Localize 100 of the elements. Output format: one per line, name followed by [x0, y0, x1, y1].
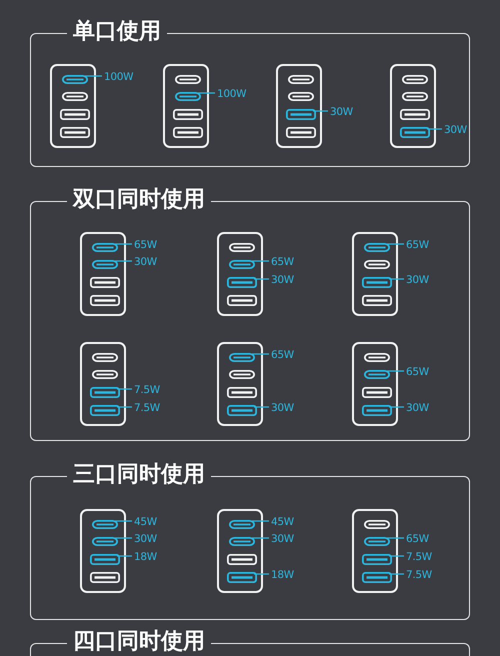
- leader-line: [115, 260, 132, 262]
- usb-a-port: [60, 126, 90, 138]
- usb-a-port: [362, 554, 392, 564]
- leader-line: [115, 243, 132, 245]
- usb-c-port: [175, 92, 201, 100]
- leader-line: [85, 75, 102, 77]
- leader-line: [198, 92, 215, 94]
- usb-c-port: [229, 536, 255, 546]
- usb-a-port: [173, 108, 203, 120]
- usb-a-port: [90, 276, 120, 288]
- power-label: 18W: [134, 550, 157, 564]
- usb-a-port: [227, 294, 257, 306]
- leader-line: [254, 573, 269, 575]
- leader-line: [387, 537, 404, 539]
- leader-line: [313, 110, 328, 112]
- leader-line: [389, 406, 404, 408]
- power-label: 30W: [271, 273, 294, 287]
- power-label: 45W: [134, 515, 157, 529]
- leader-line: [252, 260, 269, 262]
- section-title: 双口同时使用: [67, 187, 211, 213]
- power-label: 65W: [406, 365, 429, 379]
- section-title: 四口同时使用: [67, 629, 211, 655]
- leader-line: [252, 353, 269, 355]
- usb-c-port: [364, 260, 390, 268]
- charger-body: [50, 64, 96, 148]
- leader-line: [254, 278, 269, 280]
- usb-c-port: [364, 520, 390, 528]
- usb-a-port: [362, 386, 392, 398]
- leader-line: [254, 406, 269, 408]
- usb-c-port: [92, 370, 118, 378]
- charger-body: [80, 342, 126, 426]
- usb-a-port: [362, 404, 392, 416]
- power-label: 45W: [271, 515, 294, 529]
- usb-c-port: [92, 260, 118, 268]
- leader-line: [387, 370, 404, 372]
- usb-a-port: [227, 572, 257, 582]
- usb-a-port: [227, 386, 257, 398]
- usb-c-port: [92, 536, 118, 546]
- usb-c-port: [364, 242, 390, 252]
- charger-body: [217, 342, 263, 426]
- leader-line: [252, 537, 269, 539]
- power-label: 65W: [406, 238, 429, 252]
- leader-line: [252, 520, 269, 522]
- usb-a-port: [90, 572, 120, 582]
- leader-line: [389, 573, 404, 575]
- section-title: 单口使用: [67, 19, 167, 45]
- usb-c-port: [288, 74, 314, 84]
- power-label: 30W: [134, 255, 157, 269]
- charger-body: [352, 232, 398, 316]
- leader-line: [115, 537, 132, 539]
- usb-c-port: [402, 74, 428, 84]
- leader-line: [115, 520, 132, 522]
- usb-c-port: [175, 74, 201, 84]
- usb-c-port: [288, 92, 314, 100]
- usb-a-port: [400, 126, 430, 138]
- leader-line: [117, 406, 132, 408]
- usb-c-port: [402, 92, 428, 100]
- power-label: 7.5W: [134, 383, 160, 397]
- usb-c-port: [364, 370, 390, 378]
- usb-a-port: [60, 108, 90, 120]
- power-label: 65W: [271, 348, 294, 362]
- usb-c-port: [92, 242, 118, 252]
- usb-a-port: [227, 276, 257, 288]
- leader-line: [389, 278, 404, 280]
- leader-line: [389, 555, 404, 557]
- power-label: 30W: [444, 123, 467, 137]
- usb-c-port: [62, 92, 88, 100]
- usb-c-port: [229, 242, 255, 252]
- usb-a-port: [90, 294, 120, 306]
- power-label: 7.5W: [134, 401, 160, 415]
- usb-c-port: [229, 370, 255, 378]
- usb-a-port: [286, 126, 316, 138]
- power-label: 30W: [406, 273, 429, 287]
- leader-line: [427, 128, 442, 130]
- charger-body: [217, 232, 263, 316]
- power-label: 30W: [330, 105, 353, 119]
- usb-c-port: [229, 352, 255, 362]
- usb-a-port: [90, 554, 120, 564]
- usb-a-port: [173, 126, 203, 138]
- charger-body: [80, 232, 126, 316]
- power-label: 30W: [406, 401, 429, 415]
- charger-body: [390, 64, 436, 148]
- power-label: 30W: [271, 401, 294, 415]
- usb-c-port: [62, 74, 88, 84]
- charger-body: [217, 509, 263, 593]
- charger-body: [352, 342, 398, 426]
- usb-c-port: [364, 536, 390, 546]
- leader-line: [117, 388, 132, 390]
- usb-c-port: [92, 520, 118, 528]
- leader-line: [117, 555, 132, 557]
- power-label: 100W: [217, 87, 246, 101]
- usb-c-port: [229, 260, 255, 268]
- power-label: 7.5W: [406, 550, 432, 564]
- usb-a-port: [227, 404, 257, 416]
- power-label: 30W: [134, 532, 157, 546]
- usb-a-port: [286, 108, 316, 120]
- usb-a-port: [90, 386, 120, 398]
- usb-a-port: [90, 404, 120, 416]
- power-label: 65W: [406, 532, 429, 546]
- charger-body: [163, 64, 209, 148]
